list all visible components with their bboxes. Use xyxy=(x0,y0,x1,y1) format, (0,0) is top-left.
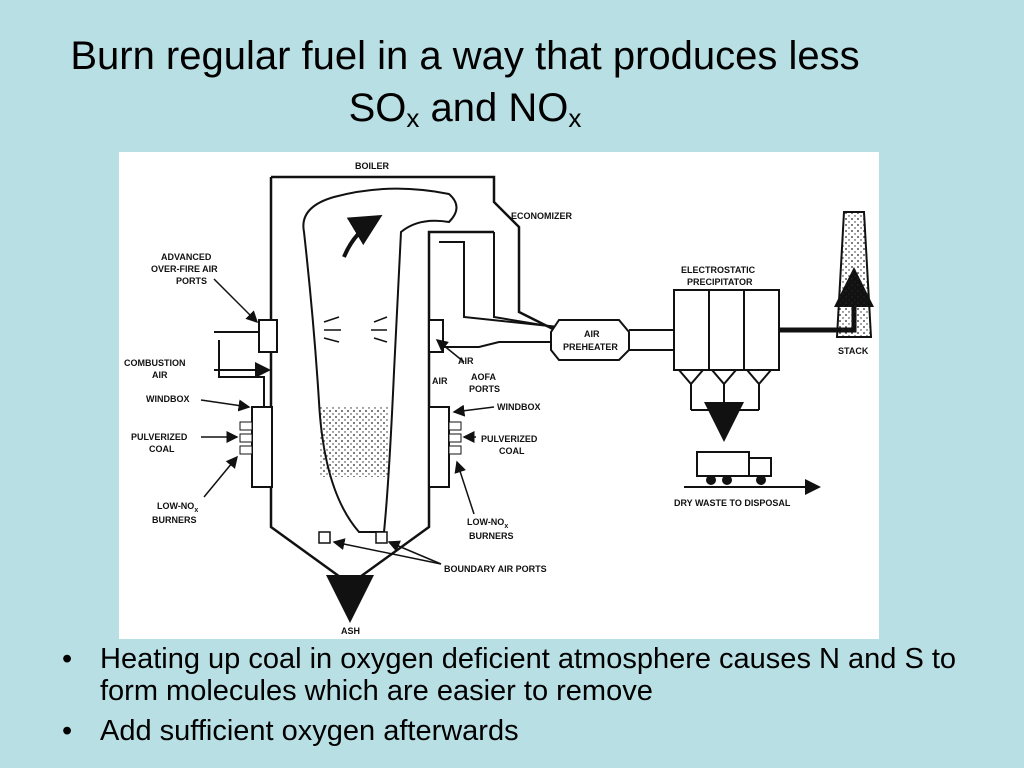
label-ash: ASH xyxy=(341,626,360,636)
burner-left-2 xyxy=(239,433,253,443)
windbox-left xyxy=(251,406,273,488)
label-aofa-3: PORTS xyxy=(176,276,207,286)
air-jet-marks xyxy=(323,316,388,343)
title-line-2: SOx and NOx xyxy=(0,82,930,144)
boundary-port-left xyxy=(318,531,331,544)
bullet-marker: • xyxy=(62,643,73,675)
bullet-item: • Add sufficient oxygen afterwards xyxy=(62,715,982,747)
label-aofa-2: OVER-FIRE AIR xyxy=(151,264,218,274)
stack xyxy=(835,211,873,338)
air-preheater xyxy=(550,319,630,361)
title-no-subscript: x xyxy=(568,103,582,133)
label-pulverized-right-2: COAL xyxy=(499,446,525,456)
burner-left-1 xyxy=(239,421,253,431)
label-lownox-left-2: BURNERS xyxy=(152,515,197,525)
label-combustion-1: COMBUSTION xyxy=(124,358,186,368)
windbox-right xyxy=(428,406,450,488)
label-pulverized-left-2: COAL xyxy=(149,444,175,454)
label-boundary-air-ports: BOUNDARY AIR PORTS xyxy=(444,564,547,574)
label-lownox-right-2: BURNERS xyxy=(469,531,514,541)
burner-right-3 xyxy=(448,445,462,455)
bullet-text: Add sufficient oxygen afterwards xyxy=(100,715,519,747)
burner-right-1 xyxy=(448,421,462,431)
label-stack: STACK xyxy=(838,346,869,356)
title-so: SO xyxy=(348,86,407,130)
diagram-svg: BOILER ECONOMIZER ADVANCED OVER-FIRE AIR… xyxy=(124,161,874,636)
bullet-text: Heating up coal in oxygen deficient atmo… xyxy=(100,643,957,707)
label-boiler: BOILER xyxy=(355,161,390,171)
boiler-shell xyxy=(269,175,561,584)
label-windbox-left: WINDBOX xyxy=(146,394,190,404)
title-line-1: Burn regular fuel in a way that produces… xyxy=(70,34,860,78)
label-lownox-left-1: LOW-NOx xyxy=(157,501,198,514)
label-pulverized-right-1: PULVERIZED xyxy=(481,434,538,444)
coal-combustion-zone xyxy=(319,407,389,477)
flame-zone xyxy=(302,187,458,533)
label-lownox-right-1: LOW-NOx xyxy=(467,517,508,530)
flow-arrow xyxy=(342,214,383,258)
dump-truck xyxy=(684,451,821,495)
boiler-emission-diagram: BOILER ECONOMIZER ADVANCED OVER-FIRE AIR… xyxy=(119,152,879,639)
preheater-to-esp-duct xyxy=(629,329,674,351)
label-windbox-right: WINDBOX xyxy=(497,402,541,412)
label-air-lower: AIR xyxy=(432,376,448,386)
label-economizer: ECONOMIZER xyxy=(511,211,573,221)
label-combustion-2: AIR xyxy=(152,370,168,380)
bullet-item: • Heating up coal in oxygen deficient at… xyxy=(62,643,982,707)
precipitator-hoppers xyxy=(678,369,772,386)
bullet-marker: • xyxy=(62,715,73,747)
label-aofa-right-1: AOFA xyxy=(471,372,497,382)
title-and-no: and NO xyxy=(419,86,569,130)
burner-left-3 xyxy=(239,445,253,455)
slide-title: Burn regular fuel in a way that produces… xyxy=(0,30,930,144)
hopper-drops xyxy=(690,384,760,411)
precipitator xyxy=(673,289,780,371)
burner-right-2 xyxy=(448,433,462,443)
bullet-list: • Heating up coal in oxygen deficient at… xyxy=(62,643,982,755)
boundary-port-right xyxy=(375,531,388,544)
label-pulverized-left-1: PULVERIZED xyxy=(131,432,188,442)
label-air-preheater-2: PREHEATER xyxy=(563,342,618,352)
label-esp-2: PRECIPITATOR xyxy=(687,277,753,287)
label-air-preheater-1: AIR xyxy=(584,329,600,339)
flue-duct xyxy=(429,232,559,348)
title-so-subscript: x xyxy=(406,103,420,133)
label-air-upper: AIR xyxy=(458,356,474,366)
label-aofa-1: ADVANCED xyxy=(161,252,212,262)
label-esp-1: ELECTROSTATIC xyxy=(681,265,756,275)
label-dry-waste: DRY WASTE TO DISPOSAL xyxy=(674,498,791,508)
aofa-port-left xyxy=(258,319,278,353)
aofa-port-right xyxy=(428,319,444,353)
label-aofa-right-2: PORTS xyxy=(469,384,500,394)
combustion-air-pipe xyxy=(214,331,269,407)
callout-arrows xyxy=(200,278,495,565)
